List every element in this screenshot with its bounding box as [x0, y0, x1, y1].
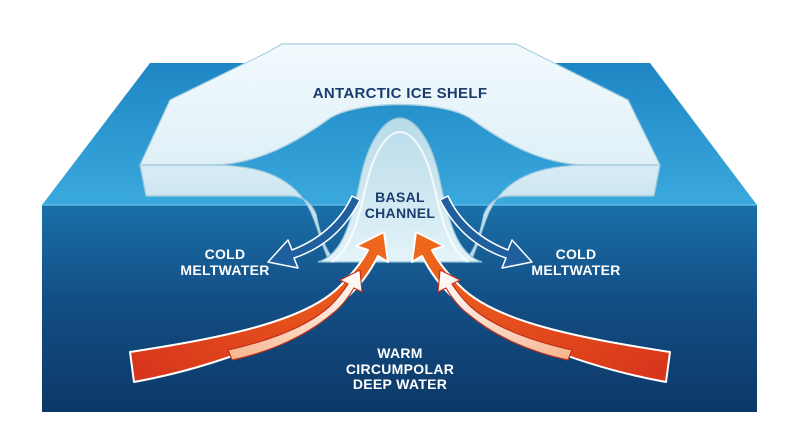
warm-arrow-left-inner-icon	[227, 269, 363, 361]
cold-meltwater-right-label: COLD MELTWATER	[516, 246, 636, 278]
ice-shelf	[139, 43, 661, 263]
warm-water-label-line: DEEP WATER	[352, 376, 448, 393]
warm-water-label-line: WARM	[377, 345, 423, 361]
cold-meltwater-left-label: COLD MELTWATER	[165, 246, 285, 278]
cold-arrow-left-icon	[267, 195, 361, 269]
warm-arrow-right-inner-icon	[437, 269, 573, 361]
cold-meltwater-right-line: MELTWATER	[531, 261, 621, 278]
basal-channel-label-line: CHANNEL	[364, 204, 436, 221]
cold-meltwater-right-line: COLD	[555, 246, 597, 262]
basal-channel-label-line: BASAL	[375, 189, 425, 205]
cold-meltwater-left-line: MELTWATER	[180, 261, 270, 278]
ice-shelf-label-text: ANTARCTIC ICE SHELF	[312, 85, 488, 102]
channel-inner-arch	[331, 130, 469, 263]
basal-channel-label: BASAL CHANNEL	[345, 189, 455, 221]
cold-meltwater-arrows	[267, 195, 533, 269]
basal-channel	[317, 117, 483, 263]
warm-water-arrows	[129, 231, 671, 383]
cold-meltwater-left-line: COLD	[204, 246, 246, 262]
warm-water-label-line: CIRCUMPOLAR	[345, 360, 455, 377]
warm-water-label: WARM CIRCUMPOLAR DEEP WATER	[300, 345, 500, 393]
ice-shelf-label: ANTARCTIC ICE SHELF	[250, 85, 550, 103]
channel-ridge	[211, 103, 589, 166]
cold-arrow-right-icon	[439, 195, 533, 269]
